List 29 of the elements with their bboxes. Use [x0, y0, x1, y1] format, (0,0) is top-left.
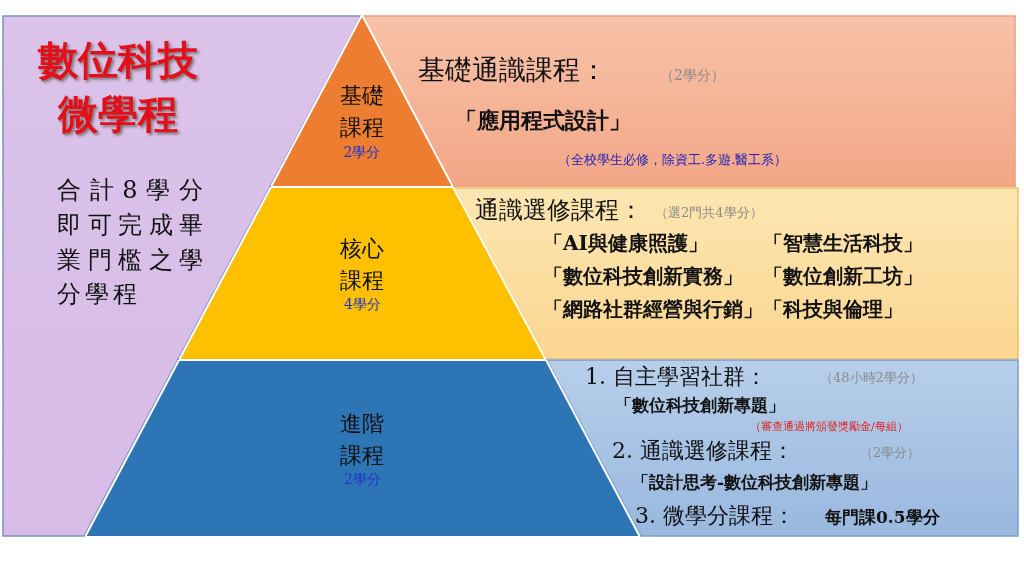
course-name: 「AI與健康照護」: [543, 231, 708, 256]
section-heading: 基礎通識課程：: [418, 53, 607, 87]
credit-note: （2學分）: [860, 445, 921, 462]
course-info: 每門課0.5學分: [825, 507, 940, 529]
section-heading: 通識選修課程：: [475, 195, 643, 225]
course-name: 「應用程式設計」: [455, 107, 631, 135]
section-heading: 3. 微學分課程：: [635, 502, 795, 530]
tier-name: 基礎課程: [339, 82, 385, 142]
credit-note: （2學分）: [660, 67, 725, 85]
course-name: 「數位科技創新實務」: [543, 264, 743, 289]
credit-label: 4學分: [344, 296, 381, 315]
credit-note: （全校學生必修，除資工.多遊.醫工系）: [558, 152, 788, 169]
description-text: 合計8學分即可完成畢業門檻之學分學程: [57, 175, 207, 311]
course-name: 「設計思考-數位科技創新專題」: [632, 472, 878, 494]
section-heading: 2. 通識選修課程：: [612, 437, 794, 465]
course-name: 「智慧生活科技」: [763, 231, 923, 256]
course-name: 「網路社群經營與行銷」: [543, 297, 763, 322]
credit-label: 2學分: [344, 471, 381, 490]
tier-name: 進階課程: [339, 409, 386, 470]
credit-label: 2學分: [343, 143, 381, 162]
title-text: 數位科技微學程: [36, 35, 199, 139]
section-heading: 1. 自主學習社群：: [585, 363, 767, 391]
course-name: 「數位科技創新專題」: [615, 395, 785, 417]
credit-note: （選2門共4學分）: [655, 205, 763, 222]
course-name: 「科技與倫理」: [763, 297, 903, 322]
credit-note: （48小時2學分）: [820, 370, 923, 387]
tier-name: 核心課程: [339, 234, 386, 295]
credit-note: （審查通過將頒發獎勵金/每組）: [750, 420, 908, 434]
course-name: 「數位創新工坊」: [763, 264, 923, 289]
